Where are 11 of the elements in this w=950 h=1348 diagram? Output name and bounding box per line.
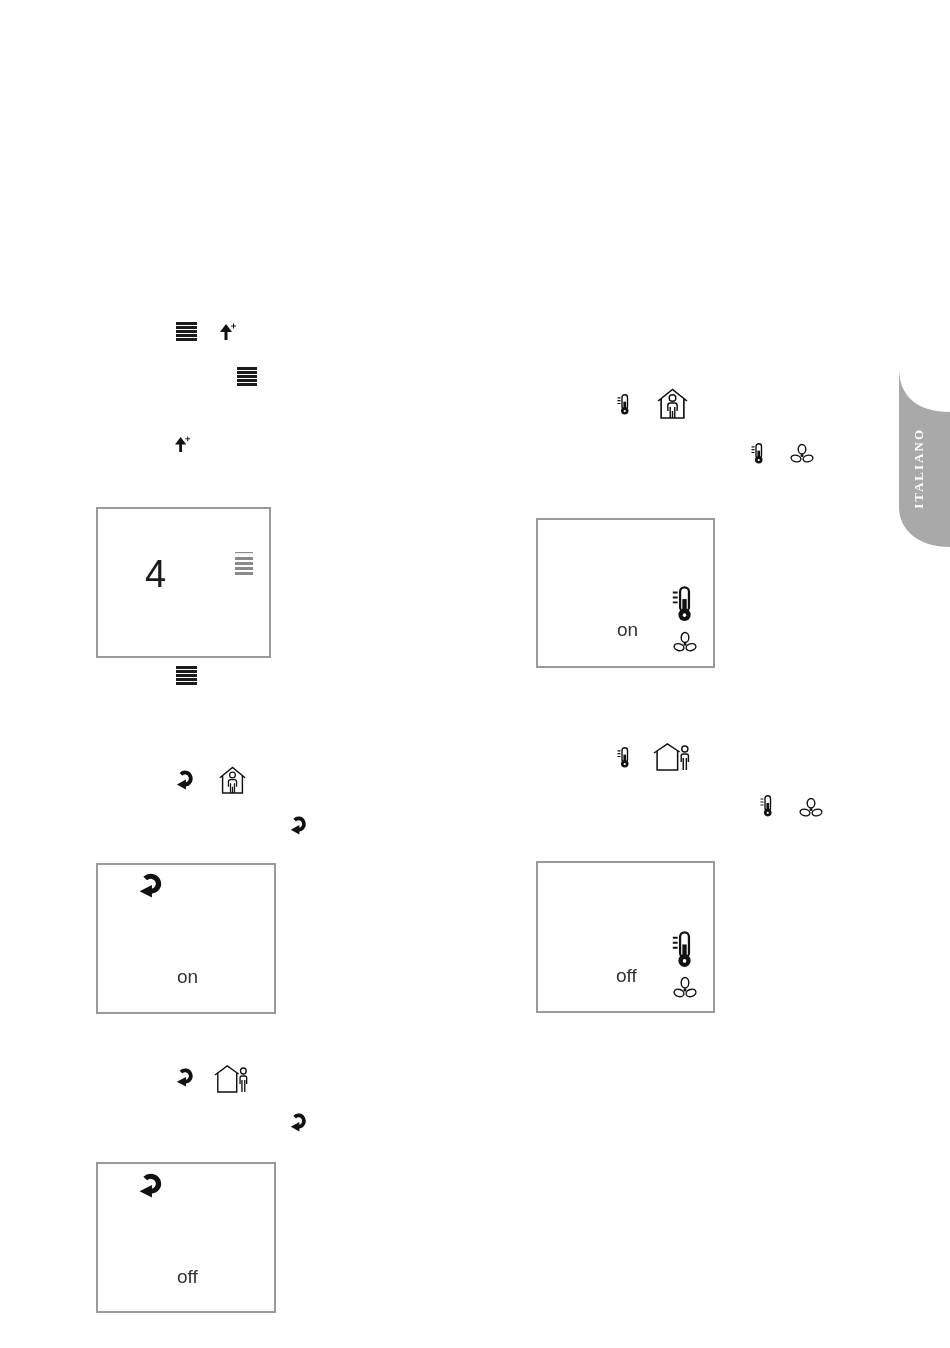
display-panel [536, 861, 715, 1013]
tab-label: ITALIANO [912, 428, 925, 509]
display-panel [536, 518, 715, 668]
display-text: off [177, 1267, 198, 1286]
display-digit: 4 [145, 555, 167, 593]
display-text: on [617, 620, 639, 639]
display-panel [96, 507, 271, 658]
display-text: on [177, 967, 199, 986]
display-panel [96, 863, 276, 1014]
display-text: off [616, 966, 637, 985]
display-panel [96, 1162, 276, 1313]
